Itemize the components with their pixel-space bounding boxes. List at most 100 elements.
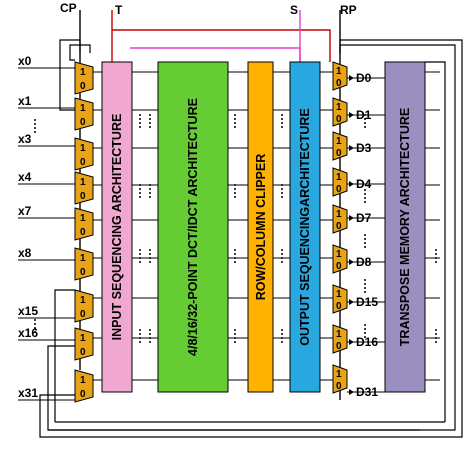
ellipsis-dot: [281, 188, 283, 190]
output-sequencing-block: [289, 61, 321, 393]
output-label-D31: D31: [356, 385, 378, 399]
ellipsis-dot: [139, 196, 141, 198]
mux-input-0-label: 0: [80, 309, 86, 320]
mux-output-0-label: 0: [336, 221, 342, 232]
mux-output-1-label: 1: [336, 66, 342, 77]
input-label-x16: x16: [18, 326, 38, 340]
ellipsis-dot: [435, 257, 437, 259]
arrow-head: [349, 181, 354, 187]
ellipsis-dot: [149, 118, 151, 120]
input-label-x0: x0: [18, 54, 32, 68]
mux-input-1-label: 1: [80, 253, 86, 264]
dct-block: [157, 61, 229, 393]
mux-output-0-label: 0: [336, 78, 342, 89]
ellipsis-dot: [435, 253, 437, 255]
ellipsis-dot: [364, 291, 366, 293]
input-sequencing-label: INPUT SEQUENCING ARCHITECTURE: [110, 114, 124, 341]
output-sequencing-label: OUTPUT SEQUENCINGARCHITECTURE: [298, 108, 312, 346]
ellipsis-dot: [364, 238, 366, 240]
ellipsis-dot: [234, 333, 236, 335]
output-label-D15: D15: [356, 295, 378, 309]
ellipsis-dot: [139, 122, 141, 124]
ellipsis-dot: [34, 319, 36, 321]
ellipsis-dot: [281, 122, 283, 124]
ellipsis-dot: [281, 253, 283, 255]
ellipsis-dot: [234, 126, 236, 128]
output-mux: [332, 167, 348, 197]
ellipsis-dot: [234, 341, 236, 343]
output-mux: [332, 244, 348, 274]
mux-input-1-label: 1: [80, 375, 86, 386]
ellipsis-dot: [139, 337, 141, 339]
mux-input-0-label: 0: [80, 227, 86, 238]
mux-input-1-label: 1: [80, 67, 86, 78]
mux-output-1-label: 1: [336, 209, 342, 220]
ellipsis-dot: [364, 197, 366, 199]
input-label-x4: x4: [18, 170, 32, 184]
mux-input-1-label: 1: [80, 295, 86, 306]
ellipsis-dot: [281, 333, 283, 335]
ellipsis-dot: [281, 257, 283, 259]
ellipsis-dot: [281, 114, 283, 116]
mux-output-0-label: 0: [336, 381, 342, 392]
dct-label: 4/8/16/32-POINT DCT/IDCT ARCHITECTURE: [186, 98, 200, 356]
output-mux: [332, 364, 348, 394]
ellipsis-dot: [234, 249, 236, 251]
ellipsis-dot: [139, 341, 141, 343]
ellipsis-dot: [281, 249, 283, 251]
ellipsis-dot: [234, 337, 236, 339]
mux-input-0-label: 0: [80, 267, 86, 278]
ellipsis-marks: [34, 114, 437, 343]
ellipsis-dot: [149, 249, 151, 251]
ellipsis-dot: [435, 329, 437, 331]
ellipsis-dot: [149, 329, 151, 331]
input-mux: [74, 247, 94, 281]
ellipsis-dot: [34, 119, 36, 121]
output-label-D3: D3: [356, 141, 372, 155]
ellipsis-dot: [139, 329, 141, 331]
output-mux: [332, 204, 348, 234]
mux-input-0-label: 0: [80, 389, 86, 400]
ellipsis-dot: [34, 327, 36, 329]
arrow-head: [349, 75, 354, 81]
mux-output-1-label: 1: [336, 249, 342, 260]
ellipsis-dot: [149, 337, 151, 339]
arrow-head: [349, 299, 354, 305]
ellipsis-dot: [364, 114, 366, 116]
input-sequencing-block: [101, 61, 133, 393]
ellipsis-dot: [281, 337, 283, 339]
ellipsis-dot: [364, 122, 366, 124]
ellipsis-dot: [139, 261, 141, 263]
mux-input-0-label: 0: [80, 347, 86, 358]
cp-label: CP: [60, 1, 77, 15]
input-label-x15: x15: [18, 304, 38, 318]
mux-input-0-label: 0: [80, 117, 86, 128]
mux-output-0-label: 0: [336, 301, 342, 312]
ellipsis-dot: [364, 283, 366, 285]
mux-input-0-label: 0: [80, 81, 86, 92]
input-label-x3: x3: [18, 132, 32, 146]
ellipsis-dot: [139, 333, 141, 335]
ellipsis-dot: [234, 184, 236, 186]
ellipsis-dot: [234, 118, 236, 120]
ellipsis-dot: [234, 261, 236, 263]
ellipsis-dot: [149, 114, 151, 116]
output-mux: [332, 324, 348, 354]
output-label-D7: D7: [356, 211, 372, 225]
mux-output-0-label: 0: [336, 341, 342, 352]
input-mux: [74, 137, 94, 171]
clipper-label: ROW/COLUMN CLIPPER: [254, 154, 268, 301]
ellipsis-dot: [34, 331, 36, 333]
ellipsis-dot: [149, 253, 151, 255]
mux-input-0-label: 0: [80, 191, 86, 202]
mux-input-1-label: 1: [80, 213, 86, 224]
ellipsis-dot: [364, 246, 366, 248]
input-mux: [74, 97, 94, 131]
ellipsis-dot: [435, 261, 437, 263]
ellipsis-dot: [364, 324, 366, 326]
ellipsis-dot: [281, 261, 283, 263]
ellipsis-dot: [234, 122, 236, 124]
input-mux: [74, 327, 94, 361]
ellipsis-dot: [364, 193, 366, 195]
ellipsis-dot: [139, 257, 141, 259]
